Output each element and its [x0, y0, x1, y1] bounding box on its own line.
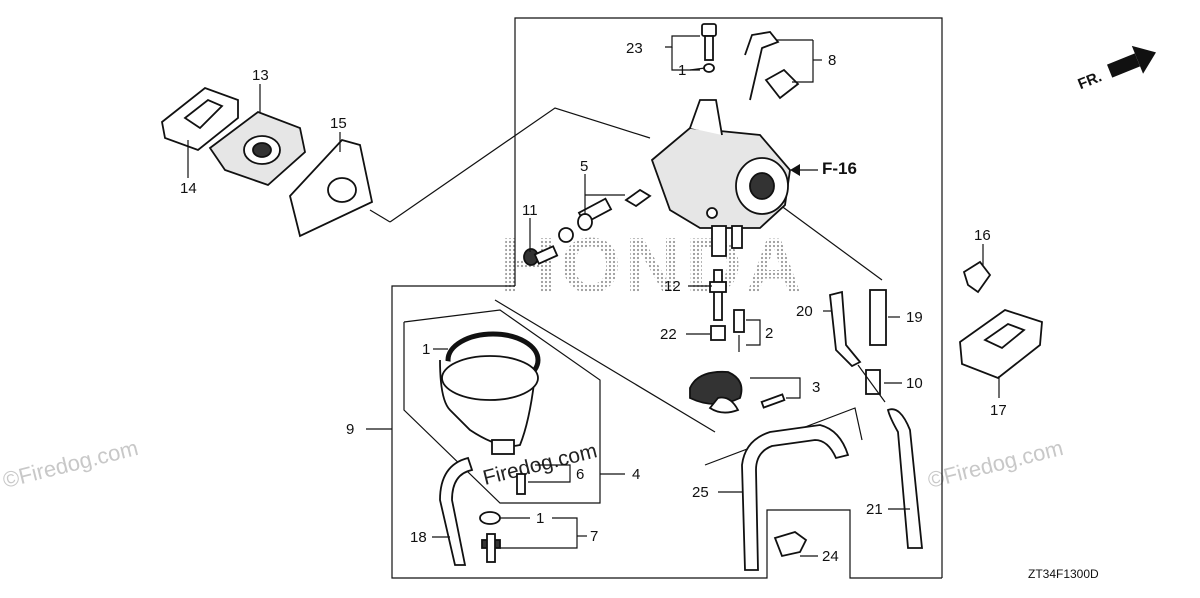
main-jet-part [710, 325, 726, 341]
leader-lines [187, 35, 1000, 557]
callout-4: 4 [632, 466, 640, 483]
callout-12: 12 [664, 278, 681, 295]
ref-arrowhead [790, 164, 800, 176]
assembly-boundary-lower [391, 285, 942, 579]
fuel-tube-21-part [886, 408, 923, 549]
callout-7: 7 [590, 528, 598, 545]
callout-24: 24 [822, 548, 839, 565]
callout-19: 19 [906, 309, 923, 326]
callout-20: 20 [796, 303, 813, 320]
fuel-tube-25-part [741, 424, 850, 571]
front-arrow-label: FR. [1075, 68, 1104, 93]
front-direction-arrow: FR. [1075, 45, 1156, 93]
callout-22: 22 [660, 326, 677, 343]
callout-14: 14 [180, 180, 197, 197]
leader-14-15-link [369, 209, 391, 223]
gasket-17-part [959, 309, 1043, 380]
tube-clip-part [773, 531, 808, 558]
watermark-right: ©Firedog.com [925, 435, 1065, 493]
callout-2: 2 [765, 325, 773, 342]
float-part [689, 370, 786, 414]
bolt-part [481, 533, 501, 563]
joint-to-carb-line [779, 204, 883, 281]
callout-16: 16 [974, 227, 991, 244]
watermark-left: ©Firedog.com [0, 435, 140, 493]
insulator-part [208, 110, 306, 187]
float-valve-part [733, 309, 745, 352]
callout-13: 13 [252, 67, 269, 84]
callout-18: 18 [410, 529, 427, 546]
callout-11: 11 [522, 202, 538, 219]
choke-lever-part [744, 31, 800, 101]
callout-1-top: 1 [678, 62, 686, 79]
drain-bolt-part [516, 473, 526, 495]
diagram-code: ZT34F1300D [1028, 567, 1099, 581]
washer-part [479, 511, 501, 525]
brand-watermark: HONDA [500, 221, 806, 309]
heat-shield-part [289, 138, 374, 238]
main-jet-holder-part [709, 269, 727, 321]
gasket-to-carb-line [389, 107, 651, 223]
o-ring-23-part [703, 63, 715, 73]
bowl-to-carb-line [494, 299, 716, 433]
carburetor-gasket-left-part [161, 86, 239, 152]
drain-tube-part [439, 456, 474, 566]
callout-1-washer: 1 [536, 510, 544, 527]
callout-labels: 23 1 8 13 14 15 5 11 12 22 2 3 1 9 6 4 1… [180, 40, 1007, 565]
float-chamber-group-line [403, 309, 601, 504]
callout-17: 17 [990, 402, 1007, 419]
callout-15: 15 [330, 115, 347, 132]
callout-10: 10 [906, 375, 923, 392]
clip-16-part [962, 260, 992, 294]
pilot-screw-part [701, 23, 717, 61]
assembly-boundary-upper [514, 17, 943, 578]
callout-5: 5 [580, 158, 588, 175]
float-chamber-part [439, 355, 539, 455]
callout-21: 21 [866, 501, 883, 518]
reference-label: F-16 [822, 159, 857, 178]
callout-25: 25 [692, 484, 709, 501]
callout-23: 23 [626, 40, 643, 57]
callout-6: 6 [576, 466, 584, 483]
tube-20-part [829, 290, 862, 368]
tube-19-part [869, 289, 887, 346]
fuel-joint-part [857, 364, 886, 403]
callout-9: 9 [346, 421, 354, 438]
callout-3: 3 [812, 379, 820, 396]
callout-8: 8 [828, 52, 836, 69]
callout-1-bowl: 1 [422, 341, 430, 358]
carburetor-body [650, 99, 791, 257]
drain-screw-part [523, 227, 574, 266]
